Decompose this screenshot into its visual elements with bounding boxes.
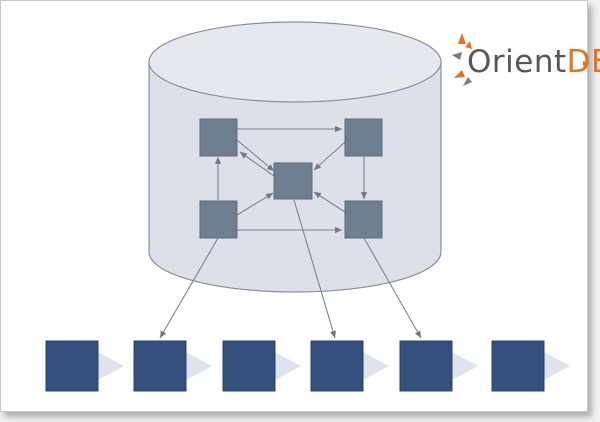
list-arrows [98, 352, 570, 380]
list-nodes [45, 340, 545, 392]
list-arrow-4 [363, 352, 389, 380]
list-arrow-6 [544, 352, 570, 380]
cylinder-top [148, 21, 442, 103]
node-bottom-left [199, 200, 238, 239]
edge-center-tl [239, 151, 275, 177]
list-node-1 [45, 340, 99, 392]
graph-edges [214, 125, 368, 234]
list-node-5 [399, 340, 453, 392]
node-bottom-right [344, 200, 383, 239]
graph-nodes [199, 118, 383, 239]
list-arrow-3 [275, 352, 301, 380]
list-node-4 [310, 340, 364, 392]
edge-bl-list2 [159, 237, 219, 339]
database-cylinder [148, 21, 442, 293]
edge-center-list4 [293, 199, 336, 339]
list-node-6 [491, 340, 545, 392]
list-arrow-5 [452, 352, 478, 380]
logo-text-main: Orient [467, 44, 567, 80]
orientdb-logo: OrientDB [452, 33, 600, 86]
list-node-3 [222, 340, 276, 392]
projection-edges [159, 199, 422, 339]
svg-text:OrientDB: OrientDB [467, 44, 600, 80]
list-arrow-2 [186, 352, 212, 380]
node-top-right [344, 118, 383, 157]
list-arrow-1 [98, 352, 124, 380]
edge-bl-center [236, 192, 274, 216]
edge-br-center [313, 191, 346, 213]
node-center [273, 162, 313, 200]
edge-tl-center [236, 139, 275, 172]
edge-tr-center [313, 141, 346, 171]
edge-br-list5 [363, 237, 422, 339]
logo-end-burst-icon [583, 61, 590, 66]
node-top-left [199, 118, 238, 157]
logo-burst-icon [452, 33, 472, 86]
list-node-2 [133, 340, 187, 392]
